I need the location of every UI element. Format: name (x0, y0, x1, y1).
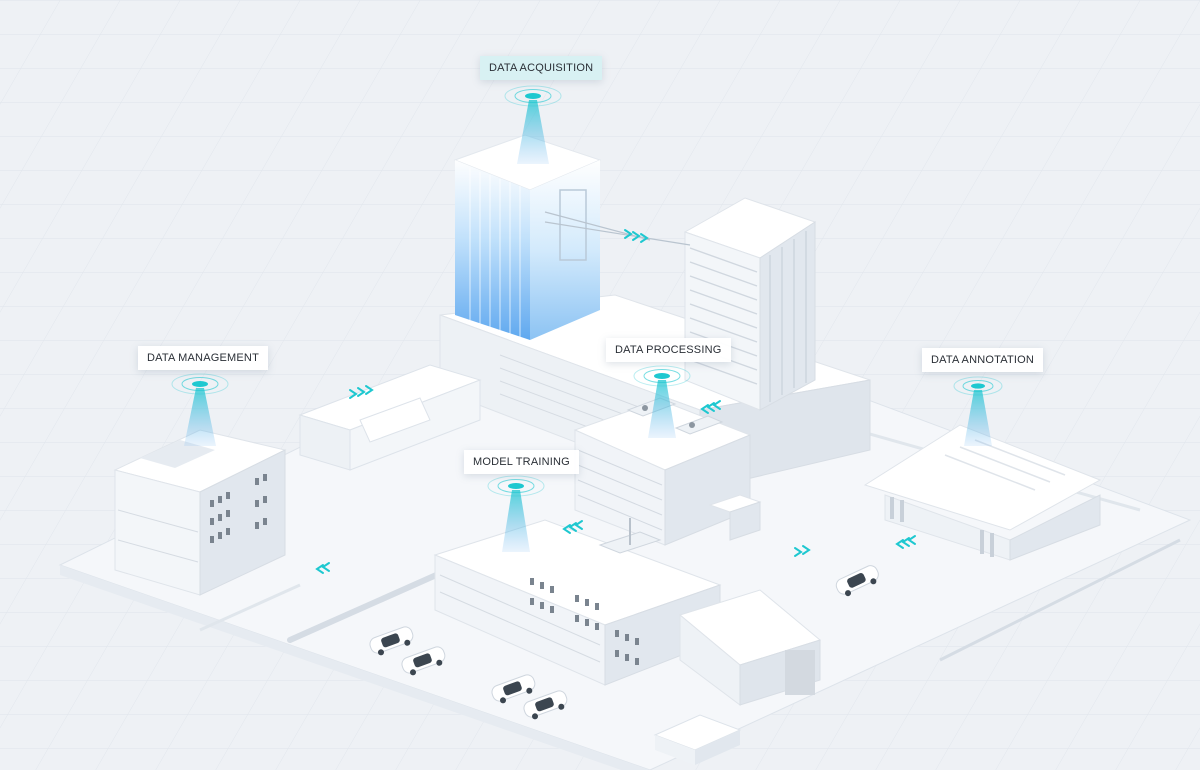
car-icon (523, 690, 568, 720)
car-icon (835, 565, 879, 597)
chevron-arrows-icon (562, 520, 583, 534)
label-data-processing: DATA PROCESSING (606, 338, 731, 362)
chevron-arrows-icon (794, 545, 811, 557)
label-data-annotation: DATA ANNOTATION (922, 348, 1044, 372)
data-management-building (113, 429, 287, 596)
signal-beacon-icon (504, 85, 562, 164)
chevron-arrows-icon (624, 229, 649, 243)
label-data-acquisition: DATA ACQUISITION (480, 56, 603, 80)
parked-cars (369, 565, 879, 720)
car-icon (401, 646, 446, 676)
chevron-arrows-icon (895, 535, 916, 549)
chevron-arrows-icon (700, 400, 721, 414)
data-acquisition-tower (453, 134, 691, 340)
data-annotation-building (863, 424, 1102, 561)
tall-tower (683, 197, 817, 411)
car-icon (369, 626, 414, 656)
server-racks (653, 714, 742, 765)
car-icon (491, 674, 536, 704)
signal-beacon-icon (633, 365, 691, 438)
chevron-arrows-icon (315, 562, 330, 574)
skybridge (298, 364, 482, 471)
signal-beacon-icon (953, 376, 1003, 446)
label-model-training: MODEL TRAINING (464, 450, 579, 474)
label-data-management: DATA MANAGEMENT (138, 346, 268, 370)
chevron-arrows-icon (349, 385, 374, 399)
signal-beacon-icon (487, 475, 545, 552)
signal-beacon-icon (171, 373, 229, 446)
